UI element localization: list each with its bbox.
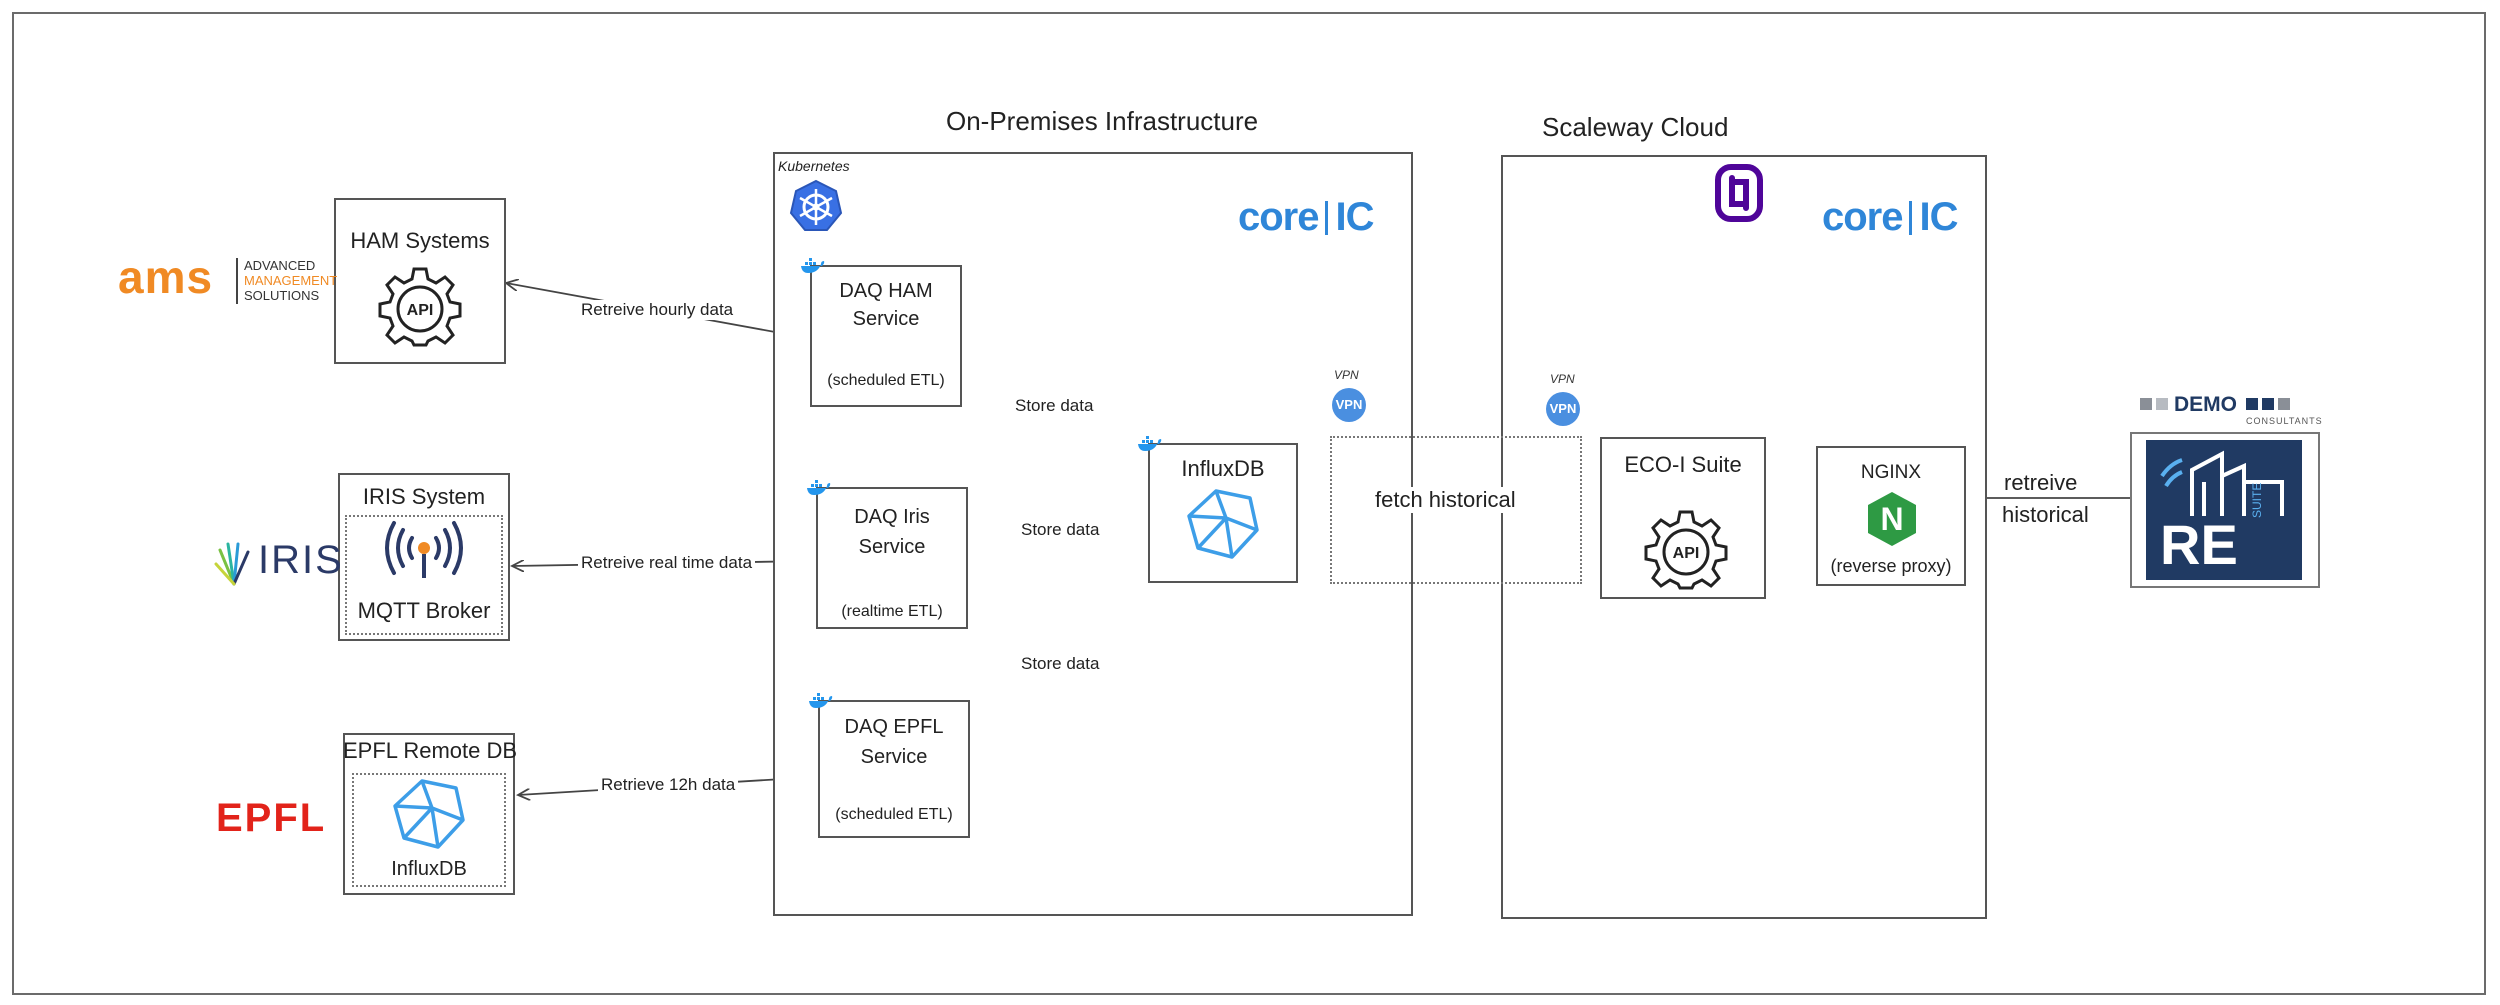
docker-icon: [1138, 436, 1162, 451]
kubernetes-label: Kubernetes: [778, 158, 850, 174]
vpn-badge-cloud: VPN: [1546, 392, 1580, 426]
core-brand-text: core: [1238, 195, 1319, 239]
ams-logo: ams: [118, 250, 213, 304]
influxdb-title: InfluxDB: [1181, 456, 1265, 481]
nginx-title: NGINX: [1860, 462, 1922, 483]
ams-line1: ADVANCED: [244, 258, 316, 273]
api-text: API: [1673, 545, 1700, 562]
core-ic-logo-cloud: core IC: [1822, 195, 1959, 240]
label-historical: historical: [2002, 502, 2089, 527]
demo-square: [2246, 398, 2258, 410]
ams-line2: MANAGEMENT: [244, 273, 338, 288]
influxdb-icon: [1187, 489, 1259, 559]
resuite-side-text: SUITE: [2250, 482, 2264, 518]
daq-ham-note: (scheduled ETL): [827, 372, 945, 389]
core-brand-text: core: [1822, 195, 1903, 239]
iris-leaf-icon: [214, 542, 250, 586]
demo-square: [2140, 398, 2152, 410]
epfl-remote-db-box: [343, 733, 515, 895]
epfl-logo: EPFL: [216, 796, 327, 840]
onprem-title: On-Premises Infrastructure: [946, 106, 1259, 136]
ams-line3: SOLUTIONS: [244, 288, 320, 303]
label-retrieve-hourly: Retreive hourly data: [578, 300, 737, 320]
api-gear-icon: API: [378, 267, 462, 347]
demo-sub-text: CONSULTANTS: [2246, 416, 2323, 426]
ams-divider: [236, 258, 238, 304]
docker-icon: [801, 258, 825, 273]
daq-epfl-line1: DAQ EPFL: [844, 716, 944, 738]
broadcast-icon: [385, 521, 463, 578]
demo-square: [2156, 398, 2168, 410]
docker-icon: [807, 480, 831, 495]
label-store-data-3: Store data: [1018, 654, 1103, 674]
label-fetch-historical: fetch historical: [1372, 487, 1519, 513]
daq-iris-note: (realtime ETL): [841, 603, 943, 620]
eco-i-suite-title: ECO-I Suite: [1624, 452, 1742, 477]
vpn-caption-cloud: VPN: [1550, 372, 1575, 386]
diagram-frame: [12, 12, 2486, 995]
eco-i-suite-box: [1600, 437, 1766, 599]
demo-square: [2278, 398, 2290, 410]
demo-logo: DEMO CONSULTANTS: [2140, 393, 2322, 428]
core-ic-logo-onprem: core IC: [1238, 195, 1375, 240]
daq-iris-line1: DAQ Iris: [854, 506, 930, 528]
daq-iris-service-box: [816, 487, 968, 629]
demo-logo-text: DEMO: [2174, 393, 2237, 416]
iris-mqtt-label: MQTT Broker: [357, 598, 491, 623]
epfl-inner-box: [352, 773, 506, 887]
label-store-data-1: Store data: [1012, 396, 1097, 416]
iris-inner-box: [345, 515, 503, 635]
core-suffix-text: IC: [1335, 195, 1375, 239]
daq-epfl-note: (scheduled ETL): [835, 806, 953, 823]
ham-systems-title: HAM Systems: [350, 228, 490, 253]
epfl-db-title: EPFL Remote DB: [343, 738, 518, 763]
ams-logo-text: ams: [118, 251, 214, 303]
iris-logo-text: IRIS: [258, 538, 344, 582]
label-retrieve-12h: Retrieve 12h data: [598, 775, 739, 795]
kubernetes-icon: [789, 179, 843, 231]
vpn-badge-onprem: VPN: [1332, 388, 1366, 422]
daq-ham-line2: Service: [852, 308, 920, 330]
label-store-data-2: Store data: [1018, 520, 1103, 540]
vpn-tunnel: [1330, 436, 1582, 584]
core-suffix-text: IC: [1919, 195, 1959, 239]
nginx-letter: N: [1880, 501, 1903, 537]
ham-systems-box: [334, 198, 506, 364]
daq-epfl-line2: Service: [860, 746, 928, 768]
demo-square: [2262, 398, 2274, 410]
label-retreive: retreive: [2004, 470, 2078, 495]
label-retrieve-realtime: Retreive real time data: [578, 553, 756, 573]
api-text: API: [407, 302, 434, 319]
daq-ham-line1: DAQ HAM: [839, 280, 933, 302]
daq-ham-service-box: [810, 265, 962, 407]
iris-system-title: IRIS System: [362, 484, 486, 509]
api-gear-icon: API: [1644, 510, 1728, 590]
cloud-title: Scaleway Cloud: [1542, 112, 1729, 142]
epfl-influxdb-label: InfluxDB: [391, 858, 467, 880]
influxdb-icon: [393, 779, 465, 849]
scaleway-icon: [1715, 164, 1763, 222]
daq-iris-line2: Service: [858, 536, 926, 558]
building-icon: [2160, 450, 2284, 516]
docker-icon: [809, 693, 833, 708]
nginx-icon: N: [1868, 492, 1916, 546]
daq-epfl-service-box: [818, 700, 970, 838]
resuite-main-text: RE: [2160, 513, 2238, 576]
vpn-caption-onprem: VPN: [1334, 368, 1359, 382]
nginx-note: (reverse proxy): [1830, 556, 1952, 576]
